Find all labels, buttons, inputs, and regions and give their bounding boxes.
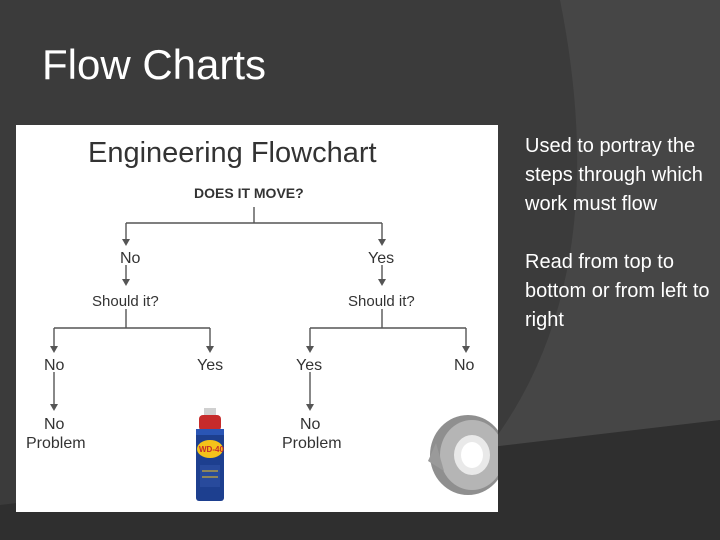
answer-yes-level1: Yes: [368, 250, 394, 267]
bullet-item: Read from top to bottom or from left to …: [525, 251, 710, 331]
slide-title: Flow Charts: [42, 41, 267, 88]
no-problem-left-line2: Problem: [26, 435, 86, 452]
answer-no-right-right: No: [454, 357, 475, 374]
bullet-list: Used to portray the steps through which …: [525, 132, 717, 364]
no-problem-right-line2: Problem: [282, 435, 342, 452]
root-question: DOES IT MOVE?: [194, 185, 304, 201]
spray-can-icon: WD-40: [196, 408, 224, 501]
duct-tape-icon: [428, 415, 498, 495]
answer-no-left-left: No: [44, 357, 65, 374]
should-it-right: Should it?: [348, 293, 415, 310]
can-label: WD-40: [199, 445, 224, 454]
should-it-left: Should it?: [92, 293, 159, 310]
flowchart-image: Engineering Flowchart DOES IT MOVE?: [16, 125, 498, 512]
arrowheads: [50, 239, 470, 411]
answer-yes-left-right: Yes: [197, 357, 223, 374]
flowchart-heading: Engineering Flowchart: [88, 137, 377, 169]
no-problem-right-line1: No: [300, 416, 321, 433]
no-problem-left-line1: No: [44, 416, 65, 433]
bullet-item: Used to portray the steps through which …: [525, 135, 703, 215]
answer-no-level1: No: [120, 250, 141, 267]
answer-yes-right-left: Yes: [296, 357, 322, 374]
